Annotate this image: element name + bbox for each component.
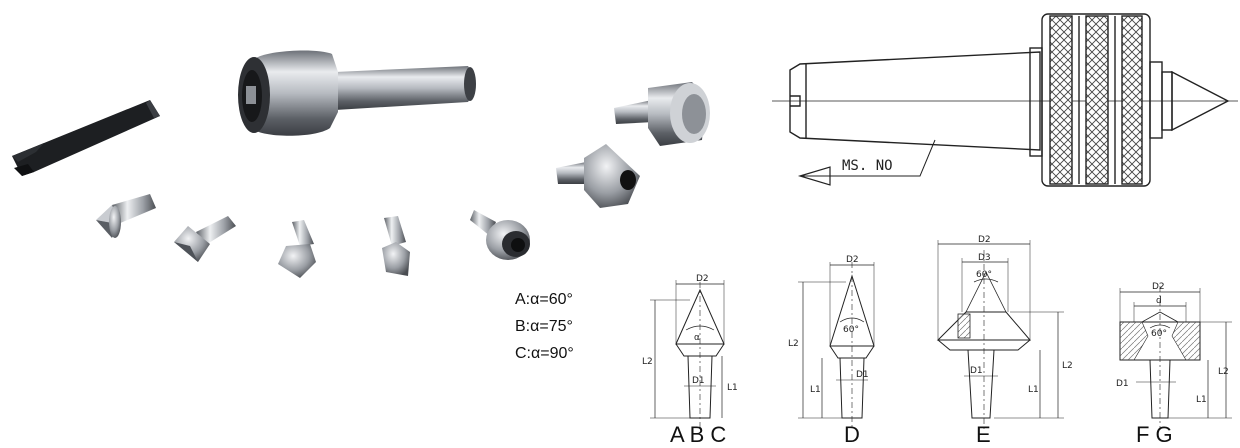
ejector-key — [12, 100, 160, 176]
d-d1-label: D1 — [856, 370, 869, 380]
drawing-d — [798, 262, 875, 430]
abc-d1-label: D1 — [692, 376, 705, 386]
point-2 — [174, 216, 236, 262]
caption-e: E — [976, 422, 991, 447]
legend-b: B:α=75° — [515, 318, 573, 335]
point-1 — [96, 194, 156, 238]
caption-fg: F G — [1136, 422, 1173, 447]
taper-arrow-icon — [797, 166, 831, 186]
abc-l1-label: L1 — [727, 383, 738, 393]
knurled-body — [1041, 13, 1151, 187]
point-4 — [382, 216, 410, 276]
drawing-abc — [650, 280, 725, 430]
angle-legend: A:α=60° B:α=75° C:α=90° — [515, 286, 574, 367]
small-points — [96, 194, 530, 278]
abc-alpha-label: α — [694, 333, 700, 343]
e-angle-label: 60° — [976, 270, 992, 280]
bell-center-upper — [614, 82, 710, 146]
caption-d: D — [844, 422, 860, 447]
abc-l2-label: L2 — [642, 357, 653, 367]
abc-d2-label: D2 — [696, 274, 709, 284]
main-live-center — [238, 50, 476, 136]
fg-d-label: d — [1156, 296, 1162, 306]
d-l1-label: L1 — [810, 385, 821, 395]
drawing-fg — [1119, 286, 1232, 430]
legend-a: A:α=60° — [515, 291, 573, 308]
e-d1-label: D1 — [970, 366, 983, 376]
fg-l2-label: L2 — [1218, 367, 1229, 377]
taper-label: MS. NO — [842, 158, 893, 174]
point-3 — [278, 220, 316, 278]
bell-center-lower — [556, 144, 640, 208]
fg-d1-label: D1 — [1116, 379, 1129, 389]
drawing-e — [936, 240, 1064, 430]
fg-d2-label: D2 — [1152, 282, 1165, 292]
e-d2-label: D2 — [978, 235, 991, 245]
point-5 — [470, 210, 530, 260]
legend-c: C:α=90° — [515, 345, 574, 362]
d-d2-label: D2 — [846, 255, 859, 265]
d-l2-label: L2 — [788, 339, 799, 349]
assembly-drawing — [772, 13, 1238, 187]
e-l1-label: L1 — [1028, 385, 1039, 395]
bell-centers — [556, 82, 710, 208]
e-l2-label: L2 — [1062, 361, 1073, 371]
caption-abc: A B C — [670, 422, 727, 447]
fg-angle-label: 60° — [1151, 329, 1167, 339]
d-angle-label: 60° — [843, 325, 859, 335]
e-d3-label: D3 — [978, 253, 991, 263]
fg-l1-label: L1 — [1196, 395, 1207, 405]
